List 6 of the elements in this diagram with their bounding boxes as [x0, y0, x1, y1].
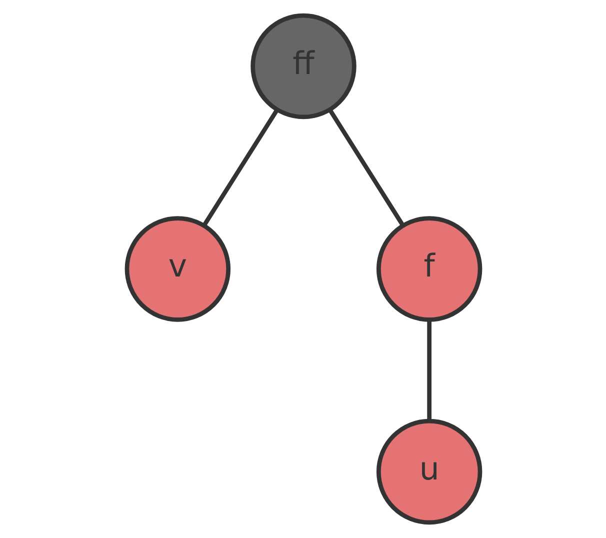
connector	[202, 108, 278, 227]
node-circle: v	[124, 216, 230, 322]
connector	[426, 320, 432, 421]
node-circle: u	[376, 418, 482, 525]
connector	[328, 108, 404, 227]
node-circle: f	[376, 216, 482, 322]
